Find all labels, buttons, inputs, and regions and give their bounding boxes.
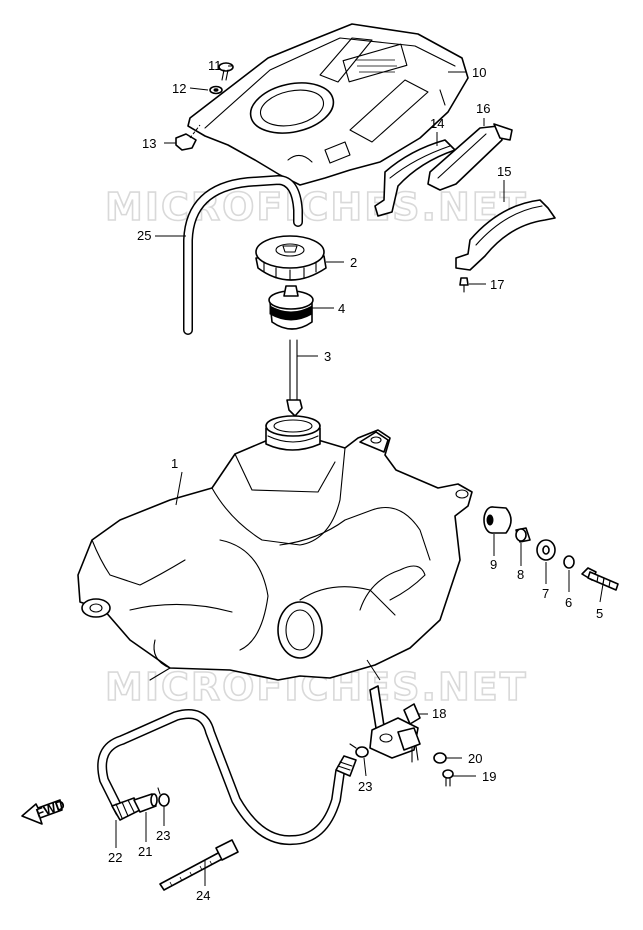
callout-23-left: 23 [156, 828, 170, 843]
leader-lines [115, 65, 605, 886]
callout-15: 15 [497, 164, 511, 179]
washer-20 [433, 752, 447, 764]
callout-20: 20 [468, 751, 482, 766]
clamp-23-left [157, 787, 170, 807]
collar-8 [515, 527, 531, 543]
callout-12: 12 [172, 81, 186, 96]
callout-16: 16 [476, 101, 490, 116]
tank-cover [187, 23, 469, 186]
callout-18: 18 [432, 706, 446, 721]
callout-22: 22 [108, 850, 122, 865]
lock-washer-6 [563, 555, 575, 569]
fuel-gauge-rod-3 [286, 339, 303, 417]
watermark-top: MICROFICHES.NET [105, 185, 528, 229]
callout-13: 13 [142, 136, 156, 151]
forward-direction-arrow: FWD [21, 797, 67, 825]
washer-12-hole [213, 88, 219, 92]
callout-10: 10 [472, 65, 486, 80]
callout-labels: 1 2 3 4 5 6 7 8 9 10 11 12 13 14 15 16 1… [108, 58, 603, 903]
callout-21: 21 [138, 844, 152, 859]
callout-24: 24 [196, 888, 210, 903]
callout-11: 11 [208, 58, 222, 73]
callout-2: 2 [350, 255, 357, 270]
callout-8: 8 [517, 567, 524, 582]
clamp-23-right [349, 743, 369, 758]
callout-19: 19 [482, 769, 496, 784]
callout-4: 4 [338, 301, 345, 316]
hose-joint-right [335, 755, 357, 777]
callout-14: 14 [430, 116, 444, 131]
callout-23-right: 23 [358, 779, 372, 794]
screw-17 [459, 277, 469, 293]
gasket-4 [268, 285, 314, 330]
bracket-15 [455, 199, 556, 271]
fuel-hose-22 [98, 710, 344, 844]
fuel-tank-1 [77, 415, 473, 681]
callout-3: 3 [324, 349, 331, 364]
bolt-11 [218, 62, 234, 81]
callout-7: 7 [542, 586, 549, 601]
breather-hose-25 [184, 176, 302, 334]
callout-25: 25 [137, 228, 151, 243]
callout-6: 6 [565, 595, 572, 610]
callout-1: 1 [171, 456, 178, 471]
fuel-cap-2 [255, 235, 327, 281]
callout-5: 5 [596, 606, 603, 621]
bracket-14 [374, 139, 456, 217]
hose-joint-21 [111, 793, 158, 821]
fwd-label: FWD [34, 797, 67, 821]
cable-tie-24 [159, 839, 239, 891]
screw-19 [442, 769, 454, 787]
callout-9: 9 [490, 557, 497, 572]
bolt-5 [581, 567, 619, 591]
fuel-valve-18 [366, 659, 421, 763]
bracket-16 [427, 123, 513, 191]
grommet-9 [483, 506, 512, 534]
washer-7 [536, 539, 556, 561]
nut-13 [175, 133, 197, 151]
callout-17: 17 [490, 277, 504, 292]
nut-13-guide [189, 124, 201, 139]
